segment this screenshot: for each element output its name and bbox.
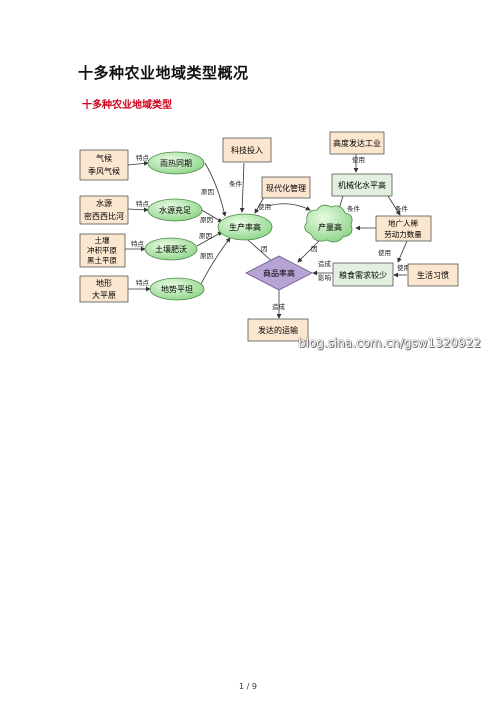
box-industry: 高度发达工业 xyxy=(329,131,385,155)
ellipse-fertile: 土壤肥沃 xyxy=(144,237,198,261)
svg-text:粮食需求较少: 粮食需求较少 xyxy=(339,270,387,280)
svg-text:土壤: 土壤 xyxy=(95,235,110,245)
svg-text:生活习惯: 生活习惯 xyxy=(417,270,449,280)
svg-text:特点: 特点 xyxy=(136,153,150,162)
svg-text:地形: 地形 xyxy=(96,278,112,288)
svg-text:商品率高: 商品率高 xyxy=(263,268,295,278)
svg-text:现代化管理: 现代化管理 xyxy=(266,183,306,193)
svg-text:因: 因 xyxy=(311,245,318,253)
svg-text:季风气候: 季风气候 xyxy=(88,166,120,176)
connectors xyxy=(125,152,408,319)
box-water: 水源 密西西比河 xyxy=(79,195,129,225)
svg-text:土壤肥沃: 土壤肥沃 xyxy=(155,244,187,254)
box-climate: 气候 季风气候 xyxy=(79,149,129,181)
page-title: 十多种农业地域类型概况 xyxy=(78,64,249,82)
box-tech: 科技投入 xyxy=(222,137,272,163)
svg-text:条件: 条件 xyxy=(229,179,243,188)
box-transport: 发达的运输 xyxy=(247,318,309,342)
box-soil: 土壤 冲积平原 黑土平原 xyxy=(79,233,126,268)
svg-text:气候: 气候 xyxy=(96,153,112,163)
svg-text:特点: 特点 xyxy=(136,278,150,287)
box-management: 现代化管理 xyxy=(261,176,311,199)
diamond-commodity-rate: 商品率高 xyxy=(245,255,313,291)
svg-text:地势平坦: 地势平坦 xyxy=(161,284,193,294)
ellipse-water-ok: 水源充足 xyxy=(147,198,203,222)
ellipse-flat: 地势平坦 xyxy=(149,277,205,301)
svg-text:劳动力数量: 劳动力数量 xyxy=(384,229,422,239)
box-habit: 生活习惯 xyxy=(407,263,459,287)
svg-text:使用: 使用 xyxy=(378,248,391,257)
svg-text:地广人稀: 地广人稀 xyxy=(388,218,418,228)
section-subtitle: 十多种农业地域类型 xyxy=(82,100,172,111)
svg-text:使用: 使用 xyxy=(352,155,365,164)
svg-text:科技投入: 科技投入 xyxy=(231,145,263,155)
box-terrain: 地形 大平原 xyxy=(79,275,129,303)
svg-text:影响: 影响 xyxy=(318,273,332,282)
watermark: blog.sina.com.cn/gsw1320922 xyxy=(298,336,481,350)
svg-text:机械化水平高: 机械化水平高 xyxy=(338,180,386,190)
svg-text:因: 因 xyxy=(261,245,268,253)
svg-text:条件: 条件 xyxy=(347,204,361,213)
svg-text:特点: 特点 xyxy=(131,239,145,248)
trait-labels: 特点 特点 特点 特点 原因 原因 原因 原因 条件 条件 条件 使用 使用 使… xyxy=(131,153,410,311)
page-number: 1 / 9 xyxy=(239,682,257,691)
svg-text:发达的运输: 发达的运输 xyxy=(258,325,298,335)
ellipse-rain: 雨热同期 xyxy=(147,151,205,175)
svg-text:雨热同期: 雨热同期 xyxy=(160,158,192,168)
svg-text:使用: 使用 xyxy=(397,263,410,272)
box-mechanization: 机械化水平高 xyxy=(331,173,393,197)
svg-text:产量高: 产量高 xyxy=(318,222,342,232)
svg-text:造成: 造成 xyxy=(318,259,332,268)
svg-text:原因: 原因 xyxy=(199,232,212,240)
ellipse-productivity: 生产率高 xyxy=(217,213,273,241)
svg-text:水源: 水源 xyxy=(96,198,112,208)
cloud-output: 产量高 xyxy=(304,204,353,243)
svg-text:特点: 特点 xyxy=(136,199,150,208)
svg-text:原因: 原因 xyxy=(200,216,213,224)
box-land: 地广人稀 劳动力数量 xyxy=(375,215,432,242)
svg-text:造成: 造成 xyxy=(272,302,286,311)
box-grain: 粮食需求较少 xyxy=(332,262,394,287)
svg-text:原因: 原因 xyxy=(200,252,213,260)
svg-text:生产率高: 生产率高 xyxy=(229,222,261,232)
svg-text:水源充足: 水源充足 xyxy=(159,205,191,215)
svg-text:条件: 条件 xyxy=(395,204,409,213)
svg-text:黑土平原: 黑土平原 xyxy=(87,255,117,265)
svg-text:大平原: 大平原 xyxy=(92,290,116,300)
svg-text:高度发达工业: 高度发达工业 xyxy=(333,138,381,148)
svg-text:冲积平原: 冲积平原 xyxy=(87,245,117,255)
svg-text:使用: 使用 xyxy=(258,202,271,211)
svg-text:密西西比河: 密西西比河 xyxy=(84,211,124,221)
svg-text:原因: 原因 xyxy=(201,188,214,196)
